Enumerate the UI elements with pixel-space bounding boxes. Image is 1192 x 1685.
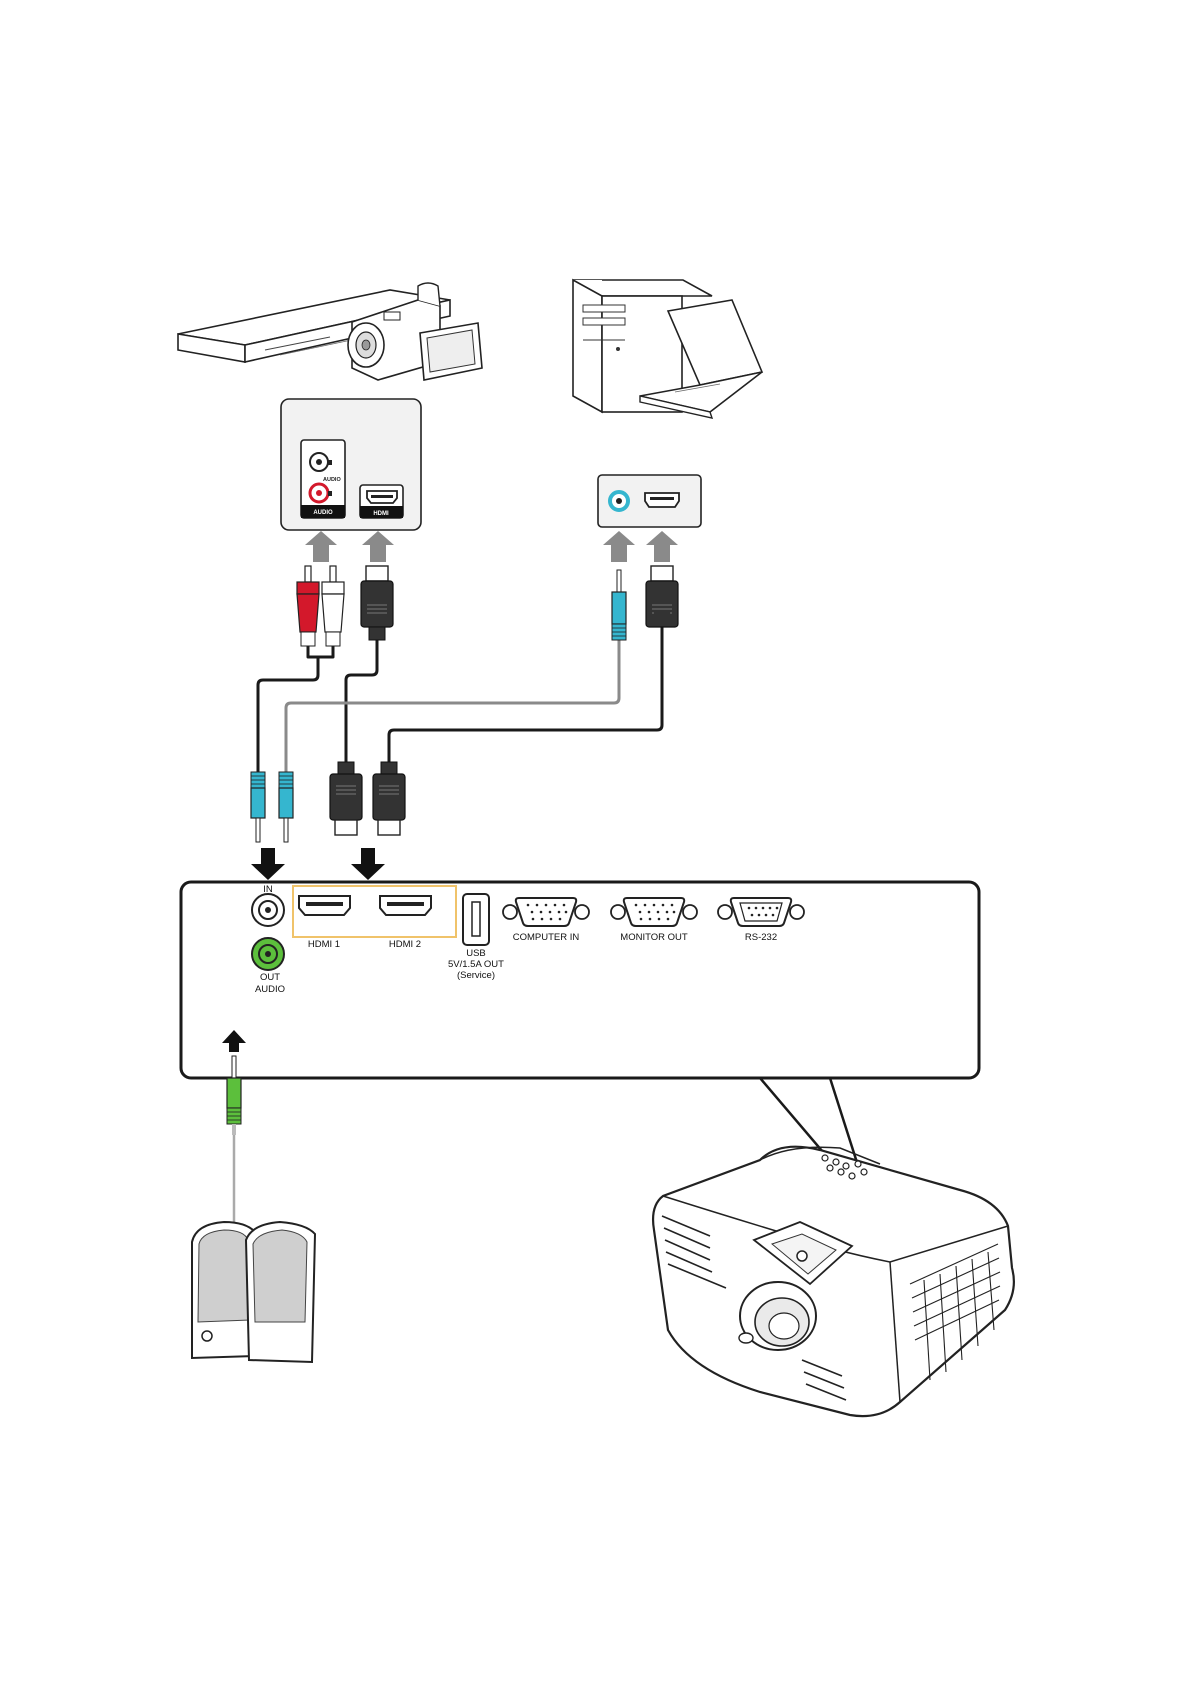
projector-rear-panel: IN OUT AUDIO HDMI 1 HDMI 2 (181, 882, 979, 1078)
audio-bottom-label: AUDIO (313, 510, 333, 516)
speakers-icon (192, 1222, 315, 1362)
hdmi2-port (380, 896, 431, 915)
computer-audio-jack (610, 492, 628, 510)
monitor-out-label: MONITOR OUT (620, 932, 688, 943)
usb-label-2: 5V/1.5A OUT (448, 959, 504, 970)
hdmi-plug-source (361, 566, 393, 640)
up-arrow-icon (362, 531, 394, 562)
hdmi-source-port (367, 491, 397, 503)
source-connector-panel: AUDIO AUDIO HDMI (281, 399, 421, 530)
computer-in-label: COMPUTER IN (513, 932, 580, 943)
audio-label: AUDIO (255, 984, 285, 995)
audio-out-port (252, 938, 284, 970)
up-arrow-icon (305, 531, 337, 562)
down-arrow-icon (251, 848, 285, 880)
up-arrow-icon (603, 531, 635, 562)
hdmi-plug-projector-2 (373, 762, 405, 835)
usb-port (463, 894, 489, 945)
hdmi2-label: HDMI 2 (389, 939, 421, 950)
hdmi-plug-computer (646, 566, 678, 627)
computer-connector-panel (598, 475, 701, 527)
audio-out-label: OUT (260, 972, 280, 983)
down-arrow-icon (351, 848, 385, 880)
rs232-label: RS-232 (745, 932, 777, 943)
up-arrow-icon (646, 531, 678, 562)
hdmi-source-label: HDMI (373, 511, 389, 517)
audio-jack-plug-in-2 (279, 772, 293, 842)
usb-label-1: USB (466, 948, 486, 959)
computer-hdmi-port (645, 493, 679, 507)
audio-jack-plug-in-1 (251, 772, 265, 842)
hdmi-plug-projector-1 (330, 762, 362, 835)
audio-top-label: AUDIO (323, 477, 341, 483)
hdmi1-port (299, 896, 350, 915)
usb-label-3: (Service) (457, 970, 495, 981)
hdmi1-label: HDMI 1 (308, 939, 340, 950)
rca-white-plug (322, 566, 344, 646)
audio-in-port (252, 894, 284, 926)
audio-jack-plug-computer (612, 570, 626, 640)
rca-red-plug (297, 566, 319, 646)
upload-arrows (305, 531, 678, 562)
projector-icon (653, 1078, 1014, 1416)
